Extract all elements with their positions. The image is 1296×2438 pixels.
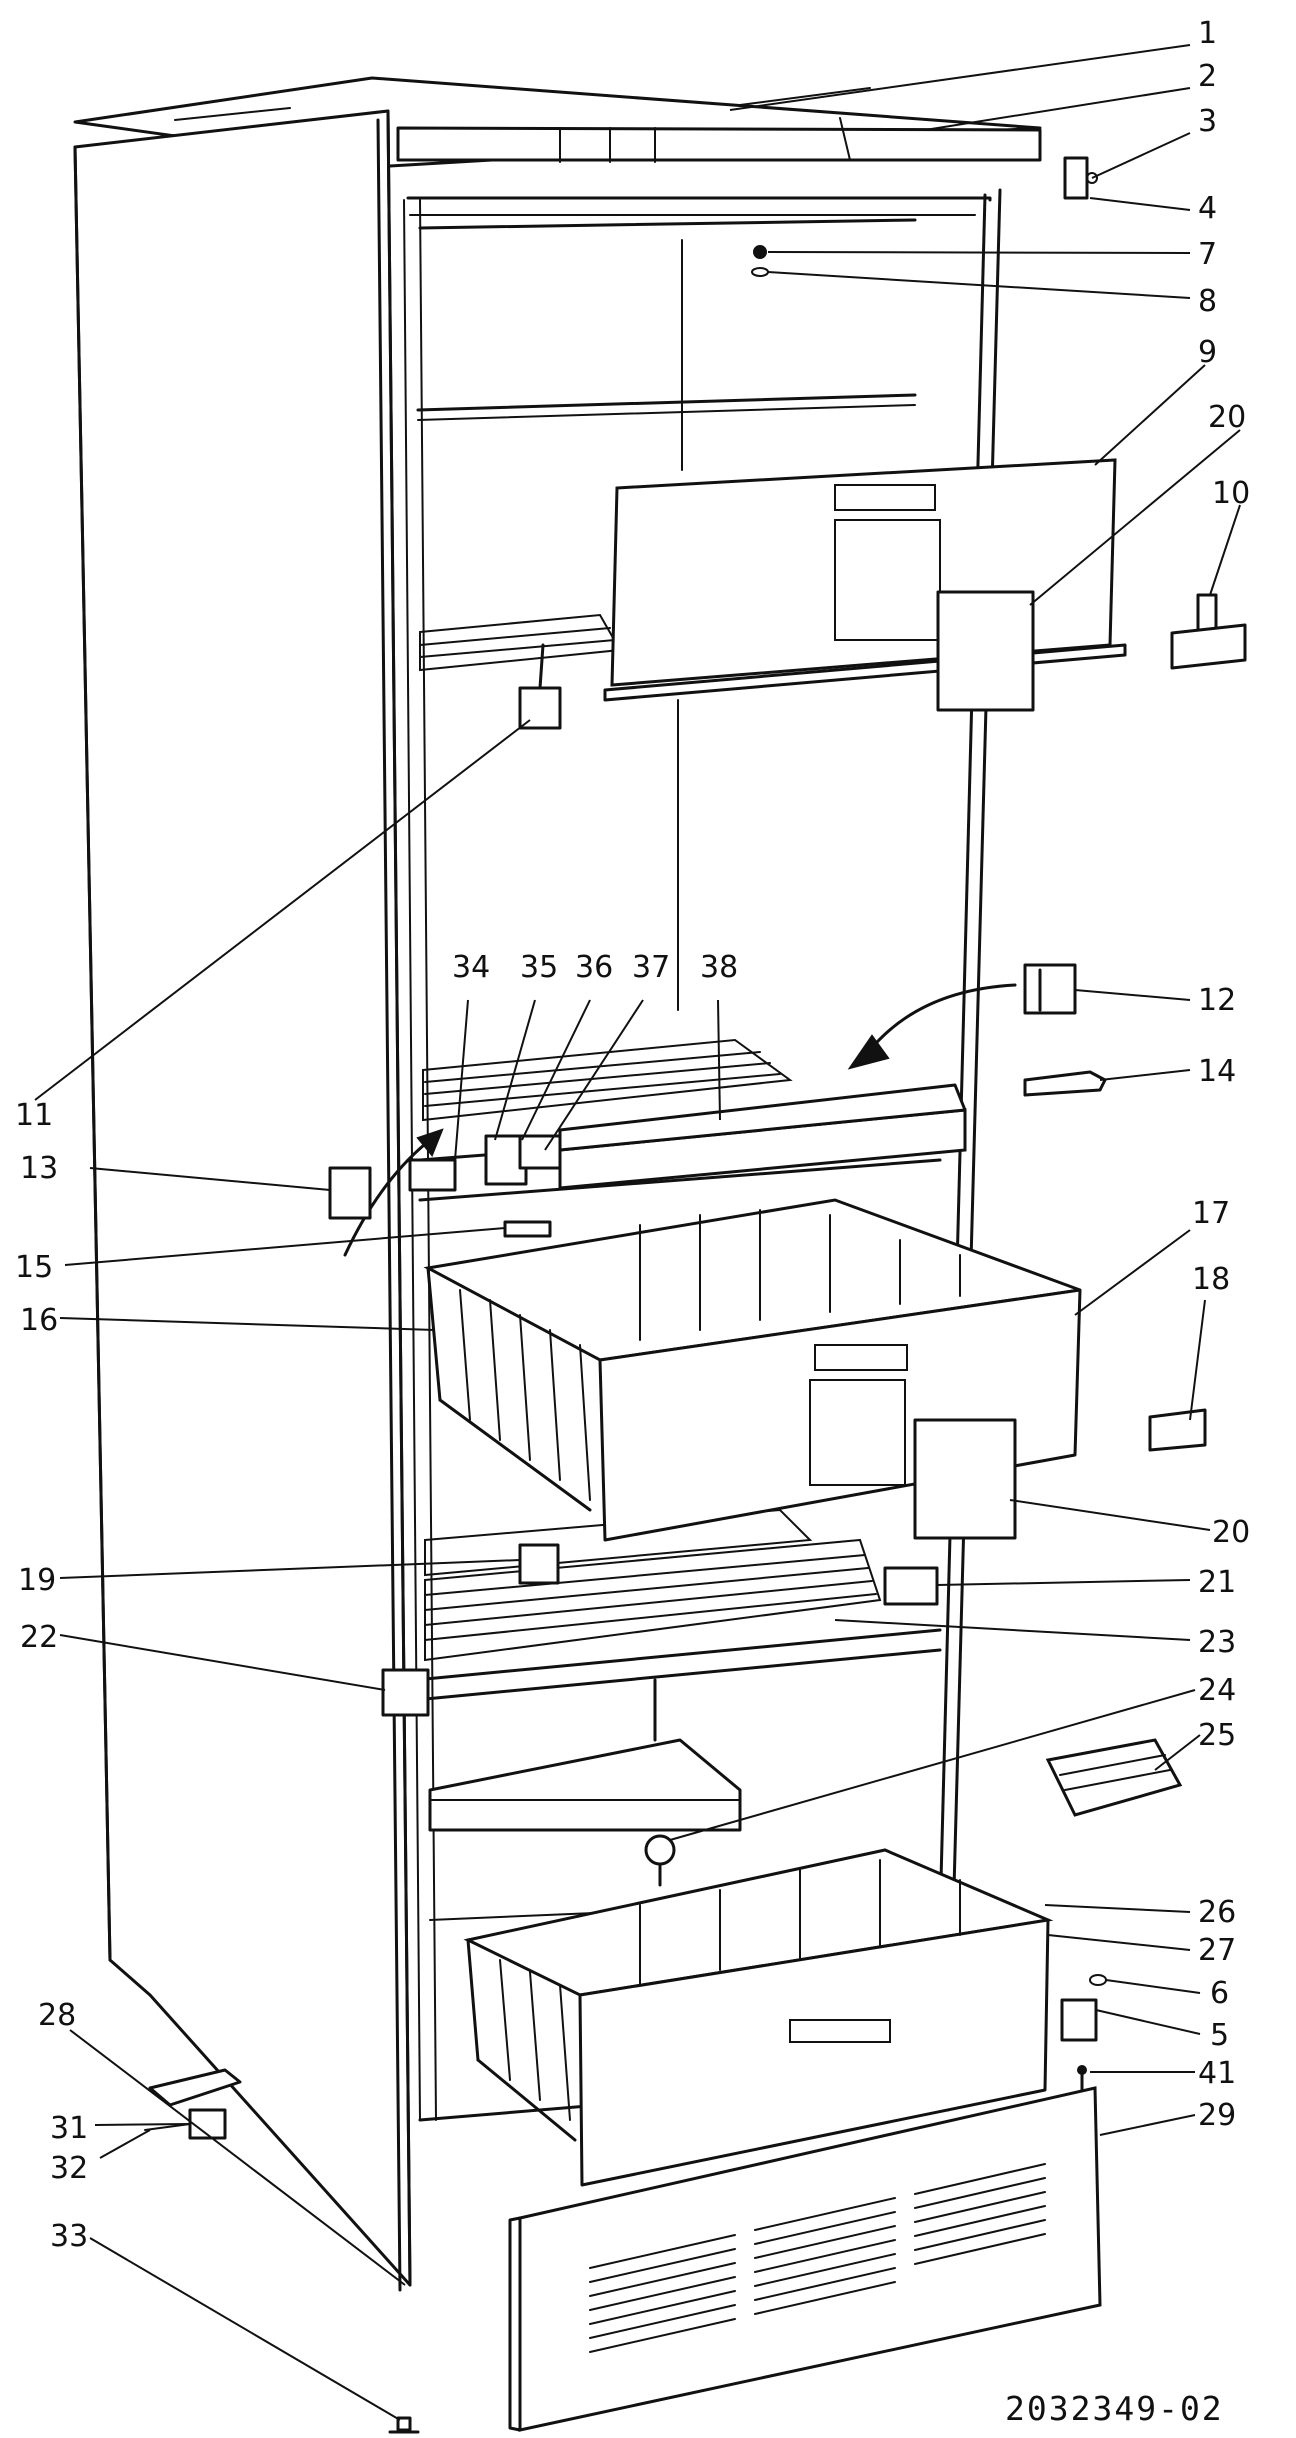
screw-part-24	[644, 1834, 676, 1887]
callout-17: 17	[1192, 1196, 1230, 1231]
grille-slots-left	[589, 2234, 736, 2353]
callout-41: 41	[1198, 2056, 1236, 2091]
callout-14: 14	[1198, 1054, 1236, 1089]
drawing-number: 2032349-02	[1005, 2389, 1224, 2428]
callout-38: 38	[700, 950, 738, 985]
hinge-part-12	[1023, 963, 1077, 1015]
hinge-part-5-6	[1060, 1974, 1107, 2092]
callout-28: 28	[38, 1998, 76, 2033]
arrow-left	[343, 1128, 444, 1257]
foot-part-28	[148, 2068, 242, 2107]
callout-13: 13	[20, 1151, 58, 1186]
grille-slots-right	[914, 2163, 1046, 2265]
arrow-upper	[847, 983, 1017, 1070]
callout-37: 37	[632, 950, 670, 985]
cabinet-body	[73, 76, 1042, 2292]
callout-32: 32	[50, 2151, 88, 2186]
callout-2: 2	[1198, 59, 1217, 94]
leader-lines	[34, 44, 1241, 2421]
callout-31: 31	[50, 2111, 88, 2146]
hinge-part-18	[1148, 1408, 1207, 1452]
bracket-part-21	[883, 1566, 939, 1606]
hinge-part-3-4	[1063, 156, 1098, 200]
callout-22: 22	[20, 1620, 58, 1655]
callout-26: 26	[1198, 1895, 1236, 1930]
callout-4: 4	[1198, 191, 1217, 226]
basket-part-26-27	[463, 1848, 1054, 2187]
label-part-20-lower	[913, 1418, 1017, 1540]
callout-20-lower: 20	[1212, 1515, 1250, 1550]
callout-11: 11	[15, 1098, 53, 1133]
basket-part-16-17	[423, 1198, 1082, 1542]
callout-20-upper: 20	[1208, 400, 1246, 435]
callout-34: 34	[452, 950, 490, 985]
grille-slots-middle	[754, 2197, 896, 2315]
callout-8: 8	[1198, 284, 1217, 319]
callout-18: 18	[1192, 1262, 1230, 1297]
callout-21: 21	[1198, 1565, 1236, 1600]
callout-29: 29	[1198, 2098, 1236, 2133]
callout-9: 9	[1198, 335, 1217, 370]
callout-1: 1	[1198, 16, 1217, 51]
label-part-20-upper	[936, 590, 1035, 712]
callout-24: 24	[1198, 1673, 1236, 1708]
hinge-part-10	[1170, 593, 1247, 670]
bracket-part-11	[518, 643, 562, 730]
bracket-part-19	[518, 1543, 560, 1585]
callout-7: 7	[1198, 237, 1217, 272]
callout-23: 23	[1198, 1625, 1236, 1660]
hinge-part-22	[381, 1668, 430, 1717]
ice-tray-part-25	[1045, 1738, 1183, 1817]
callout-10: 10	[1212, 476, 1250, 511]
callout-5: 5	[1210, 2018, 1229, 2053]
callout-25: 25	[1198, 1718, 1236, 1753]
adjustable-foot-part-33	[388, 2416, 420, 2434]
callout-12: 12	[1198, 983, 1236, 1018]
callout-6: 6	[1210, 1976, 1229, 2011]
callout-33: 33	[50, 2219, 88, 2254]
callout-36: 36	[575, 950, 613, 985]
callout-3: 3	[1198, 104, 1217, 139]
callout-16: 16	[20, 1303, 58, 1338]
fasteners-part-7-8	[751, 245, 769, 277]
callout-35: 35	[520, 950, 558, 985]
ventilation-grille-part-29	[508, 2086, 1102, 2432]
freezer-flap-part-9	[603, 458, 1127, 702]
callout-27: 27	[1198, 1933, 1236, 1968]
callout-19: 19	[18, 1563, 56, 1598]
hinge-part-14	[1023, 1070, 1107, 1097]
callout-labels: 1 2 3 4 7 8 9 20 10 34 35 36 37 38 12 11…	[15, 16, 1250, 2254]
hinge-part-13	[328, 1166, 372, 1220]
handle-part-15	[503, 1220, 552, 1238]
wire-shelf-parts-34-38	[408, 1038, 967, 1192]
callout-15: 15	[15, 1250, 53, 1285]
